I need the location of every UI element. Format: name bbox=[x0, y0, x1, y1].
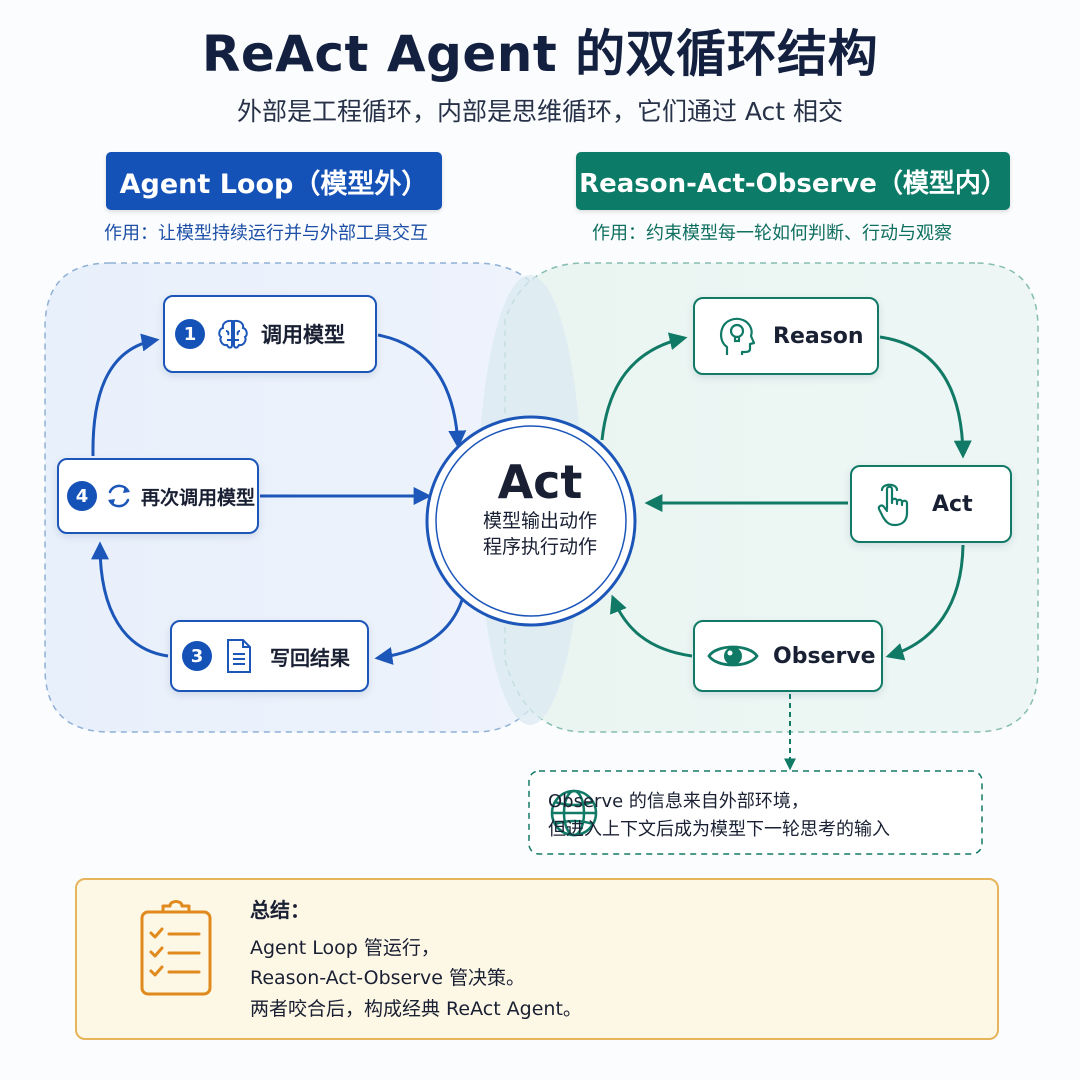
document-icon bbox=[227, 639, 251, 673]
brain-icon bbox=[218, 319, 248, 349]
arrow-step3-to-step4 bbox=[91, 541, 169, 658]
globe-icon bbox=[550, 789, 598, 837]
center-act-line: 程序执行动作 bbox=[482, 536, 597, 559]
center-act-label: Act 模型输出动作 程序执行动作 bbox=[445, 457, 635, 561]
observe-note-box bbox=[528, 770, 983, 855]
center-act-outer-ring bbox=[425, 415, 637, 627]
observe-note-line: 但进入上下文后成为模型下一轮思考的输入 bbox=[548, 818, 890, 840]
page-title: ReAct Agent 的双循环结构 bbox=[201, 25, 879, 83]
eye-icon bbox=[707, 645, 759, 667]
center-act-inner-ring bbox=[435, 425, 627, 617]
step-call-model-again: 4 再次调用模型 bbox=[57, 458, 259, 534]
pointer-hand-icon bbox=[877, 483, 909, 527]
arrow-act-to-observe bbox=[885, 544, 965, 661]
step-number-badge: 3 bbox=[182, 641, 212, 671]
node-reason: Reason bbox=[693, 297, 879, 375]
step-label: 再次调用模型 bbox=[141, 486, 256, 509]
step-number-badge: 4 bbox=[67, 481, 97, 511]
step-label: 调用模型 bbox=[261, 323, 345, 347]
arrow-step4-to-step1 bbox=[91, 333, 160, 457]
rao-loop-region bbox=[504, 262, 1039, 733]
observe-note-line: Observe 的信息来自外部环境， bbox=[548, 791, 809, 812]
node-label: Observe bbox=[773, 643, 876, 669]
summary-text: 总结： Agent Loop 管运行， Reason-Act-Observe 管… bbox=[250, 894, 582, 1024]
head-lightbulb-icon bbox=[719, 317, 756, 355]
arrow-step1-to-act bbox=[377, 333, 467, 449]
clipboard-checklist-icon bbox=[140, 900, 212, 996]
arrow-observe-to-center bbox=[609, 594, 693, 658]
agent-loop-purpose: 作用：让模型持续运行并与外部工具交互 bbox=[104, 223, 428, 244]
step-call-model: 1 调用模型 bbox=[163, 295, 377, 373]
node-label: Act bbox=[932, 491, 973, 517]
arrow-act-to-step3 bbox=[374, 599, 464, 665]
observe-note-text: Observe 的信息来自外部环境， 但进入上下文后成为模型下一轮思考的输入 bbox=[548, 788, 968, 844]
node-observe: Observe bbox=[693, 620, 883, 692]
rao-loop-header: Reason-Act-Observe（模型内） bbox=[576, 152, 1010, 210]
arrow-act-to-reason bbox=[600, 332, 688, 441]
center-act-line: 模型输出动作 bbox=[482, 509, 597, 532]
arrow-reason-to-act bbox=[879, 335, 972, 459]
page-subtitle: 外部是工程循环，内部是思维循环，它们通过 Act 相交 bbox=[236, 97, 844, 126]
summary-panel: 总结： Agent Loop 管运行， Reason-Act-Observe 管… bbox=[75, 878, 999, 1040]
refresh-icon bbox=[108, 484, 130, 508]
step-label: 写回结果 bbox=[270, 645, 350, 670]
step-write-result: 3 写回结果 bbox=[170, 620, 369, 692]
rao-loop-purpose: 作用：约束模型每一轮如何判断、行动与观察 bbox=[592, 223, 952, 244]
center-act-title: Act bbox=[497, 455, 583, 509]
summary-line: Agent Loop 管运行， bbox=[250, 937, 440, 959]
summary-line: Reason-Act-Observe 管决策。 bbox=[250, 967, 526, 990]
node-act: Act bbox=[850, 465, 1012, 543]
summary-heading: 总结： bbox=[250, 898, 310, 922]
node-label: Reason bbox=[773, 323, 864, 349]
agent-loop-header: Agent Loop（模型外） bbox=[106, 152, 442, 210]
summary-line: 两者咬合后，构成经典 ReAct Agent。 bbox=[250, 997, 582, 1020]
step-number-badge: 1 bbox=[175, 319, 205, 349]
